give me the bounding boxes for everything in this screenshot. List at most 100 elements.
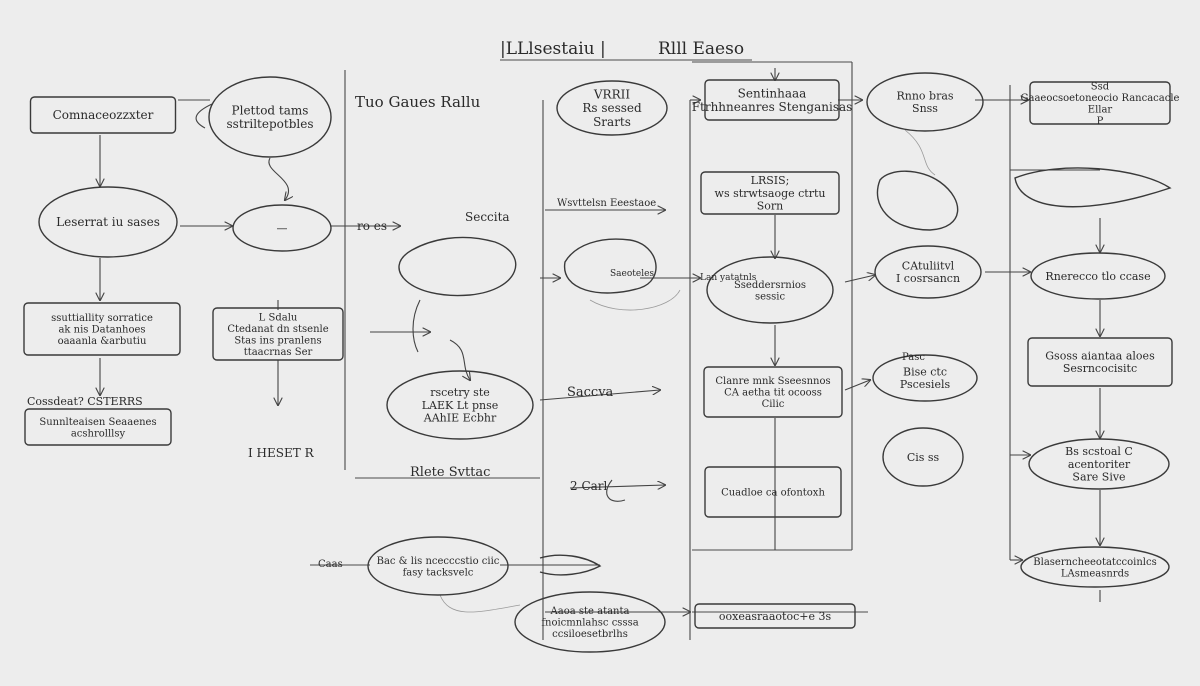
rect-node-col4-2-outline [700, 171, 840, 215]
ellipse-node-col5-4-text: Pscesiels [900, 378, 951, 391]
label-caas: Caas [318, 559, 343, 570]
curve-blob-down [412, 299, 421, 353]
ellipse-node-col5-5-text: Cis ss [907, 451, 940, 464]
rect-node-center-3-text: L Sdalu [259, 312, 298, 323]
rect-node-col6-4-text: Sesrncocisitc [1063, 362, 1137, 375]
rect-node-col6-top-outline [1029, 81, 1171, 125]
rect-node-left-4-text: acshrolllsy [71, 428, 126, 439]
rect-node-center-3-text: Stas ins pranlens [234, 335, 321, 346]
rect-node-col4-bottom: ooxeasraaotoc+e 3s [694, 603, 856, 629]
ellipse-node-col4-3-text: Sseddersrnios [734, 280, 806, 291]
ellipse-node-col6-bottom-text: Blaserncheeotatccoinlcs [1033, 557, 1156, 568]
rect-node-center-3-outline [212, 307, 344, 361]
arrow-n15-n20 [844, 380, 870, 391]
label-riete-svrtac: Rlete Svttac [410, 465, 490, 480]
ellipse-node-center-4-text: rscetry ste [430, 386, 490, 399]
arrow-2-crel [569, 485, 665, 488]
rect-node-center-3-text: Ctedanat dn stsenle [227, 324, 328, 335]
ellipse-node-col5-4-outline [872, 354, 978, 402]
rect-node-col4-4-outline [703, 366, 843, 418]
rect-node-left-3-text: oaaanla &arbutiu [58, 336, 147, 347]
rect-node-col4-2-text: ws strwtsaoge ctrtu [715, 187, 826, 200]
label-tuo-gates: Tuo Gaues Rallu [355, 93, 481, 111]
sketch-bottom [439, 594, 521, 613]
rect-node-col6-top-text: Ssd [1091, 81, 1110, 92]
ellipse-node-col6-bottom-outline [1020, 546, 1170, 588]
ellipse-node-center-left: — [232, 204, 332, 252]
ellipse-node-col5-3-outline [874, 245, 982, 299]
ellipse-node-col6-3-text: Rnerecco tlo ccase [1045, 270, 1150, 283]
label-seccita: Seccita [465, 210, 510, 224]
curve-n2-n4 [268, 157, 289, 200]
ellipse-node-col5-top-outline [866, 72, 984, 132]
rect-node-col6-top-text: Gaaeocsoetoneocio Rancacacle [1021, 93, 1180, 104]
ellipse-node-col6-5-text: Sare Sive [1072, 471, 1125, 484]
ellipse-node-col6-3: Rnerecco tlo ccase [1030, 252, 1166, 300]
ellipse-node-col5-3-text: I cosrsancn [896, 272, 960, 285]
rect-node-col4-5: Cuadloe ca ofontoxh [704, 466, 842, 518]
label-saccva: Saccva [567, 385, 614, 400]
ellipse-node-left-mid-outline [38, 186, 178, 258]
label-lise-stbiis: Cossdeat? CSTERRS [27, 395, 143, 408]
sketch-col5 [904, 129, 936, 176]
rect-node-col6-4-outline [1027, 337, 1173, 387]
rect-node-col4-bottom-text: ooxeasraaotoc+e 3s [719, 610, 832, 623]
ellipse-node-center-4-text: LAEK Lt pnse [422, 399, 499, 412]
rect-node-col4-top-text: Sentinhaaa [738, 86, 807, 100]
ellipse-node-left-mid: Leserrat iu sases [38, 186, 178, 258]
ellipse-node-col6-bottom-text: LAsmeasnrds [1061, 568, 1129, 579]
rect-node-left-4-text: Sunnlteaisen Seaaenes [39, 417, 156, 428]
rect-node-top-left: Comnaceozzxter [29, 96, 177, 134]
rect-node-center-3-text: ttaacrnas Ser [244, 347, 313, 358]
ellipse-node-bottom-mid-text: fnoicmnlahsc csssa [541, 618, 638, 629]
ellipse-node-col3-top-outline [556, 80, 668, 136]
curve-2-crel [606, 479, 626, 502]
rect-node-col4-4-text: Clanre mnk Sseesnnos [715, 376, 830, 387]
rect-node-left-3-text: ak nis Datanhoes [58, 325, 145, 336]
diagram-title-left: |LLlsestaiu | [500, 39, 606, 59]
rect-node-col4-2-text: LRSIS; [751, 174, 790, 187]
ellipse-node-col6-3-outline [1030, 252, 1166, 300]
blob-center-mid [398, 236, 517, 297]
label-2-crel: 2 Carl [570, 479, 608, 493]
rect-node-col4-4-text: Cilic [762, 399, 785, 410]
blob-bottom-right [539, 554, 602, 576]
blob-col5-2 [876, 170, 959, 231]
rect-node-left-4-outline [24, 408, 172, 446]
rect-node-left-3-outline [23, 302, 181, 356]
ellipse-node-col3-top-text: Rs sessed [582, 101, 642, 115]
ellipse-node-bottom-mid-text: ccsiloesetbrlhs [552, 629, 628, 640]
rect-node-col4-5-outline [704, 466, 842, 518]
ellipse-node-bottom-mid-outline [514, 591, 666, 653]
label-i-hfsr: I HESET R [248, 446, 315, 460]
label-pasc: Pasc [902, 352, 925, 363]
label-sactelcs: Saeoteles [610, 269, 654, 279]
ellipse-node-top-left-outline [208, 76, 332, 158]
ellipse-node-col6-5-outline [1028, 438, 1170, 490]
label-mid-blob: Lan yatatnls [700, 273, 757, 283]
blob-col6-2 [1014, 167, 1172, 208]
rect-node-col4-bottom-outline [694, 603, 856, 629]
rect-node-left-3-text: ssuttiallity sorratice [51, 313, 153, 324]
ellipse-node-top-left-text: Plettod tams [232, 103, 309, 117]
diagram-title-right: Rlll Eaeso [658, 39, 744, 59]
ellipse-node-center-left-text: — [277, 222, 288, 235]
rect-node-top-left-outline [29, 96, 177, 134]
ellipse-node-col6-5-text: acentoriter [1068, 458, 1131, 471]
